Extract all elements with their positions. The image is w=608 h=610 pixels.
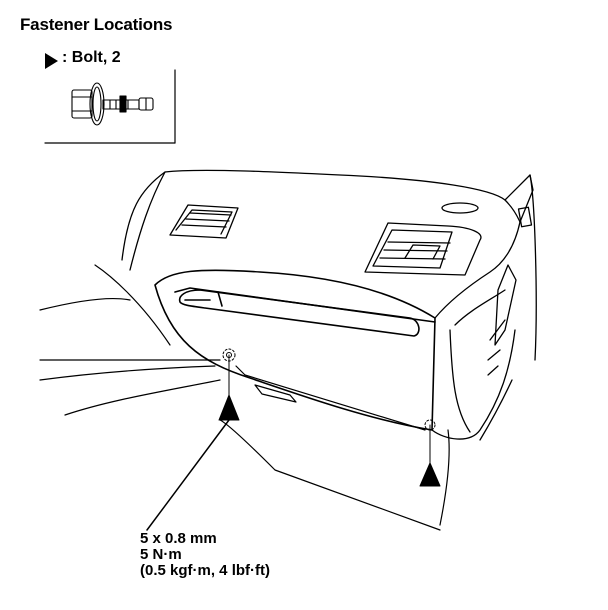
bolt-marker-icon	[45, 53, 58, 69]
legend-bolt-label: : Bolt, 2	[62, 49, 121, 66]
dash-right-side	[431, 221, 521, 441]
bolt-location-left	[218, 348, 240, 421]
bolt-location-right	[419, 419, 441, 487]
bolt-icon	[71, 82, 154, 126]
glove-box	[154, 269, 436, 431]
spec-size: 5 x 0.8 mm	[140, 530, 217, 547]
torque-spec: 5 x 0.8 mm 5 N·m (0.5 kgf·m, 4 lbf·ft)	[140, 531, 270, 579]
spec-torque-alt: (0.5 kgf·m, 4 lbf·ft)	[140, 562, 270, 579]
spec-leader-line	[146, 419, 230, 531]
diagram-title: Fastener Locations	[20, 15, 173, 34]
legend-bolt-box	[44, 69, 176, 144]
dashboard-top	[121, 169, 537, 361]
lower-dash	[39, 264, 450, 531]
spec-torque-nm: 5 N·m	[140, 546, 182, 563]
